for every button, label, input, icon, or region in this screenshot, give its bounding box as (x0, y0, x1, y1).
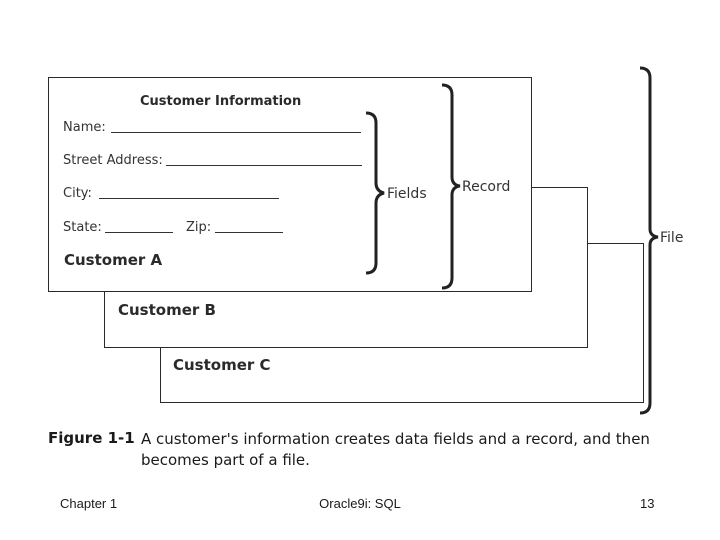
customer-c-label: Customer C (173, 356, 271, 374)
form-title: Customer Information (140, 94, 302, 109)
fields-brace-icon (365, 111, 385, 275)
file-brace-icon (639, 66, 659, 415)
customer-a-label: Customer A (64, 251, 163, 269)
city-field-label: City: (63, 186, 92, 201)
footer-book-title: Oracle9i: SQL (319, 496, 401, 511)
zip-field-label: Zip: (186, 220, 212, 235)
street-field-line (166, 165, 362, 166)
name-field-line (111, 132, 361, 133)
footer-page-number: 13 (640, 496, 655, 511)
city-field-line (99, 198, 279, 199)
fields-label: Fields (387, 186, 427, 202)
customer-b-label: Customer B (118, 301, 216, 319)
name-field-label: Name: (63, 120, 106, 135)
figure-label: Figure 1-1 (48, 429, 135, 447)
state-field-line (105, 232, 173, 233)
record-brace-icon (441, 83, 461, 290)
state-field-label: State: (63, 220, 102, 235)
footer-chapter: Chapter 1 (60, 496, 118, 511)
figure-caption: A customer's information creates data fi… (141, 430, 650, 469)
zip-field-line (215, 232, 283, 233)
record-label: Record (462, 179, 511, 195)
street-field-label: Street Address: (63, 153, 163, 168)
file-label: File (660, 230, 684, 246)
